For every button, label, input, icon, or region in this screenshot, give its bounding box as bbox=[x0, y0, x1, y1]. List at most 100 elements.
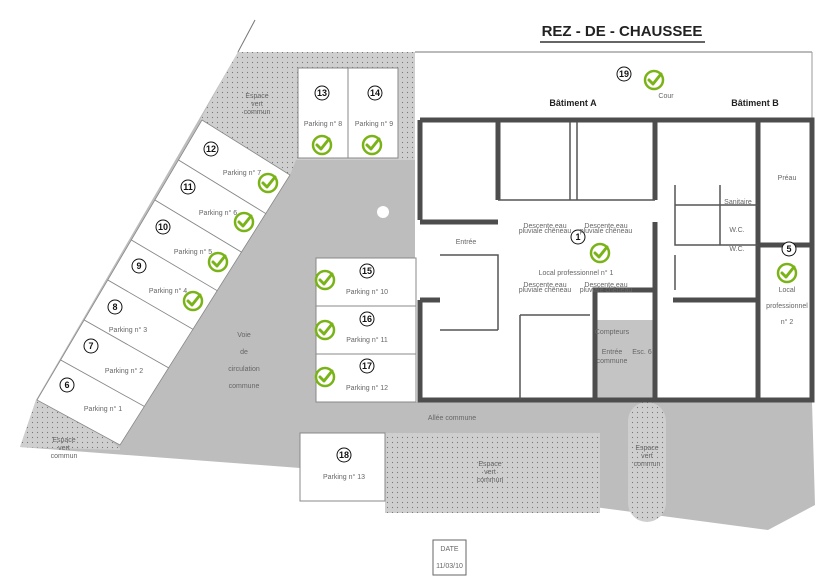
unit-number: 8 bbox=[112, 302, 117, 312]
downpipe-label: pluviale chêneau bbox=[580, 287, 633, 294]
unit-number: 17 bbox=[362, 361, 372, 371]
available-check-icon bbox=[314, 366, 336, 388]
building-a-label: Bâtiment A bbox=[549, 98, 597, 108]
unit-number-circle bbox=[155, 219, 171, 235]
unit-label: Parking n° 12 bbox=[346, 384, 388, 392]
green-space-label: vert bbox=[484, 469, 496, 476]
unit-number-circle bbox=[131, 258, 147, 274]
unit-number: 5 bbox=[786, 244, 791, 254]
unit-number-circle bbox=[203, 141, 219, 157]
unit-label: Parking n° 8 bbox=[304, 120, 342, 128]
green-space-label: Espace bbox=[245, 93, 268, 100]
unit-number-circle bbox=[359, 358, 375, 374]
room-wc: W.C. bbox=[729, 246, 744, 253]
room-preau: Préau bbox=[778, 175, 797, 182]
marker-dot bbox=[377, 206, 389, 218]
plan-title: REZ - DE - CHAUSSEE bbox=[542, 23, 703, 40]
available-check-icon bbox=[589, 242, 611, 264]
unit-number: 7 bbox=[88, 341, 93, 351]
unit-number-circle bbox=[570, 229, 586, 245]
common-driveway-label: de bbox=[240, 349, 248, 356]
unit-number: 10 bbox=[158, 222, 168, 232]
green-space-label: Espace bbox=[478, 461, 501, 468]
unit-number: 9 bbox=[136, 261, 141, 271]
available-check-icon bbox=[182, 290, 204, 312]
unit-label: Parking n° 2 bbox=[105, 367, 143, 375]
unit-number: 18 bbox=[339, 450, 349, 460]
green-space-label: vert bbox=[58, 445, 70, 452]
green-space-label: vert bbox=[251, 101, 263, 108]
downpipe-label: Descente eau bbox=[523, 223, 566, 230]
downpipe-label: Descente eau bbox=[584, 282, 627, 289]
unit-label: Parking n° 6 bbox=[199, 209, 237, 217]
downpipe-label: Descente eau bbox=[584, 223, 627, 230]
available-check-icon bbox=[257, 172, 279, 194]
unit-number: 14 bbox=[370, 88, 380, 98]
parking-box-17 bbox=[315, 353, 417, 403]
unit-number: 19 bbox=[619, 69, 629, 79]
green-space-label: Espace bbox=[635, 445, 658, 452]
room-compteurs: Compteurs bbox=[595, 329, 630, 336]
unit-number-circle bbox=[107, 299, 123, 315]
date-value: 11/03/10 bbox=[436, 563, 463, 570]
unit-number-circle bbox=[367, 85, 383, 101]
local-2-label-line: n° 2 bbox=[781, 318, 794, 326]
room-sanitaire: Sanitaire bbox=[724, 199, 752, 206]
unit-label: Parking n° 7 bbox=[223, 169, 261, 177]
common-driveway-label: commune bbox=[229, 383, 260, 390]
green-space-label: commun bbox=[51, 453, 78, 460]
available-check-icon bbox=[776, 262, 798, 284]
property-line bbox=[237, 19, 256, 53]
local-2-label-line: professionnel bbox=[766, 303, 808, 310]
unit-label: Parking n° 5 bbox=[174, 248, 212, 256]
parking-box-18 bbox=[299, 432, 386, 502]
unit-number-circle bbox=[616, 66, 632, 82]
unit-number: 12 bbox=[206, 144, 216, 154]
unit-label: Parking n° 1 bbox=[84, 405, 122, 413]
parking-box-14 bbox=[347, 67, 399, 159]
unit-label: Parking n° 13 bbox=[323, 473, 365, 481]
unit-number: 16 bbox=[362, 314, 372, 324]
downpipe-label: Descente eau bbox=[523, 282, 566, 289]
room-entree-commune: Entrée bbox=[602, 349, 623, 356]
available-check-icon bbox=[207, 251, 229, 273]
unit-label: Cour bbox=[658, 93, 674, 100]
unit-number-circle bbox=[336, 447, 352, 463]
downpipe-label: pluviale chêneau bbox=[580, 228, 633, 235]
available-check-icon bbox=[311, 134, 333, 156]
common-driveway-label: circulation bbox=[228, 366, 260, 373]
unit-label: Parking n° 11 bbox=[346, 336, 388, 344]
unit-number-circle bbox=[781, 241, 797, 257]
unit-number-circle bbox=[359, 311, 375, 327]
available-check-icon bbox=[314, 319, 336, 341]
parking-box-13 bbox=[297, 67, 349, 159]
common-alley-label: Allée commune bbox=[428, 415, 476, 422]
unit-label: Parking n° 3 bbox=[109, 326, 147, 334]
downpipe-label: pluviale chêneau bbox=[519, 228, 572, 235]
unit-label: Parking n° 9 bbox=[355, 120, 393, 128]
available-check-icon bbox=[233, 211, 255, 233]
room-wc: W.C. bbox=[729, 227, 744, 234]
building-b-label: Bâtiment B bbox=[731, 98, 779, 108]
unit-label: Local professionnel n° 1 bbox=[539, 269, 614, 277]
date-label: DATE bbox=[440, 546, 458, 553]
available-check-icon bbox=[314, 269, 336, 291]
green-space-label: vert bbox=[641, 453, 653, 460]
green-space-label: Espace bbox=[52, 437, 75, 444]
unit-label: Parking n° 10 bbox=[346, 288, 388, 296]
unit-number-circle bbox=[314, 85, 330, 101]
unit-number: 13 bbox=[317, 88, 327, 98]
green-space-label: commun bbox=[244, 109, 271, 116]
downpipe-label: pluviale chêneau bbox=[519, 287, 572, 294]
unit-number: 1 bbox=[575, 232, 580, 242]
available-check-icon bbox=[361, 134, 383, 156]
green-space-label: commun bbox=[634, 461, 661, 468]
common-driveway-label: Voie bbox=[237, 332, 251, 339]
green-space-strip bbox=[628, 402, 666, 522]
unit-number-circle bbox=[83, 338, 99, 354]
unit-number-circle bbox=[59, 377, 75, 393]
green-space-bottom bbox=[385, 433, 600, 513]
room-entree: Entrée bbox=[456, 239, 477, 246]
local-2-label-line: Local bbox=[779, 287, 796, 294]
